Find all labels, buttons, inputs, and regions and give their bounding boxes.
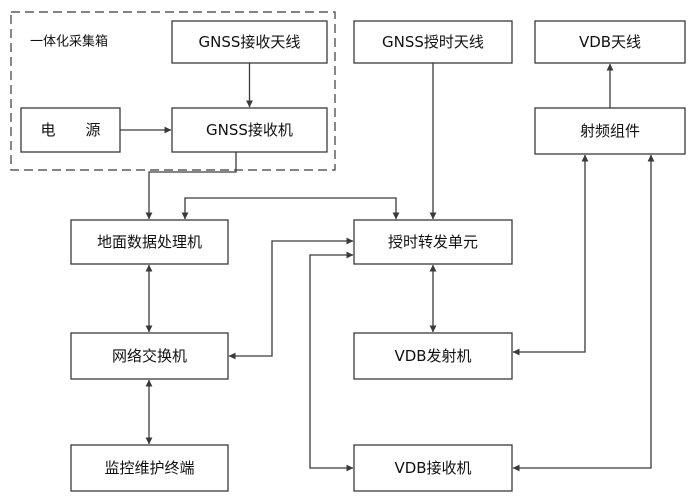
node-gnss-receiver: GNSS接收机 [171,107,328,153]
node-timing-forward-unit: 授时转发单元 [353,219,513,265]
edge-timing-receiver [309,251,354,472]
edge-switch-timing [228,237,354,360]
node-label: VDB天线 [579,33,641,51]
node-label: VDB接收机 [394,459,471,477]
node-label: 射频组件 [580,122,640,140]
node-ground-data-processor: 地面数据处理机 [70,219,229,265]
edge-receiver-rf [512,154,655,472]
node-label: 电 源 [40,121,100,139]
node-gnss-rx-antenna: GNSS接收天线 [171,20,328,64]
node-vdb-receiver: VDB接收机 [353,444,513,492]
node-label: GNSS接收天线 [199,33,301,51]
node-gnss-timing-antenna: GNSS授时天线 [353,20,513,64]
integrated-collection-box: 一体化采集箱 [10,11,336,171]
node-rf-assembly: 射频组件 [534,107,686,155]
node-label: GNSS接收机 [206,121,293,139]
edge-processor-timing-top [181,197,400,220]
connectors [120,63,655,472]
node-vdb-antenna: VDB天线 [534,20,686,64]
node-label: 监控维护终端 [104,459,194,477]
node-label: GNSS授时天线 [382,33,484,51]
node-label: VDB发射机 [394,347,471,365]
node-network-switch: 网络交换机 [70,332,229,380]
node-power: 电 源 [20,107,121,153]
edge-receiver-to-processor [145,152,237,220]
node-label: 地面数据处理机 [97,233,202,251]
group-label: 一体化采集箱 [30,34,108,50]
node-label: 授时转发单元 [388,233,478,251]
node-label: 网络交换机 [112,347,187,365]
node-vdb-transmitter: VDB发射机 [353,332,513,380]
edge-transmitter-rf [512,154,589,356]
node-monitor-maintenance-terminal: 监控维护终端 [70,444,229,492]
